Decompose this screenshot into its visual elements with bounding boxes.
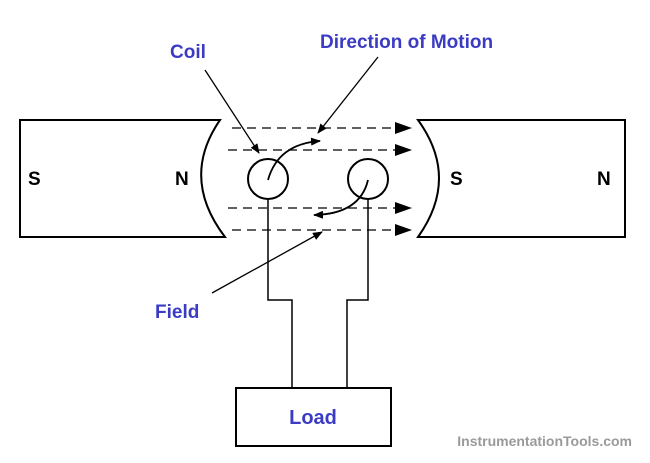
motion-arrow-right bbox=[313, 179, 369, 219]
left-magnet bbox=[19, 119, 228, 238]
field-arrowhead-2 bbox=[395, 144, 412, 156]
right-magnet bbox=[416, 119, 626, 238]
field-label: Field bbox=[155, 302, 199, 323]
coil-conductor-right bbox=[347, 158, 389, 200]
direction-of-motion-label: Direction of Motion bbox=[320, 32, 493, 53]
field-arrowhead-1 bbox=[395, 122, 412, 134]
coil-wire-right bbox=[346, 199, 369, 388]
load-box bbox=[235, 387, 392, 447]
field-arrowheads bbox=[395, 122, 412, 236]
coil-label: Coil bbox=[170, 42, 206, 63]
field-lines bbox=[228, 127, 400, 231]
field-arrowhead-4 bbox=[395, 224, 412, 236]
coil-wire-left bbox=[267, 199, 293, 388]
direction-pointer bbox=[317, 56, 379, 134]
watermark: InstrumentationTools.com bbox=[457, 433, 632, 449]
right-magnet-s-pole: S bbox=[450, 169, 463, 190]
load-label: Load bbox=[289, 407, 337, 429]
left-magnet-n-pole: N bbox=[175, 169, 189, 190]
field-pointer bbox=[211, 231, 323, 294]
left-magnet-s-pole: S bbox=[28, 169, 41, 190]
right-magnet-n-pole: N bbox=[597, 169, 611, 190]
coil-pointer bbox=[204, 69, 260, 154]
field-arrowhead-3 bbox=[395, 202, 412, 214]
motion-arrow-left bbox=[267, 137, 321, 181]
